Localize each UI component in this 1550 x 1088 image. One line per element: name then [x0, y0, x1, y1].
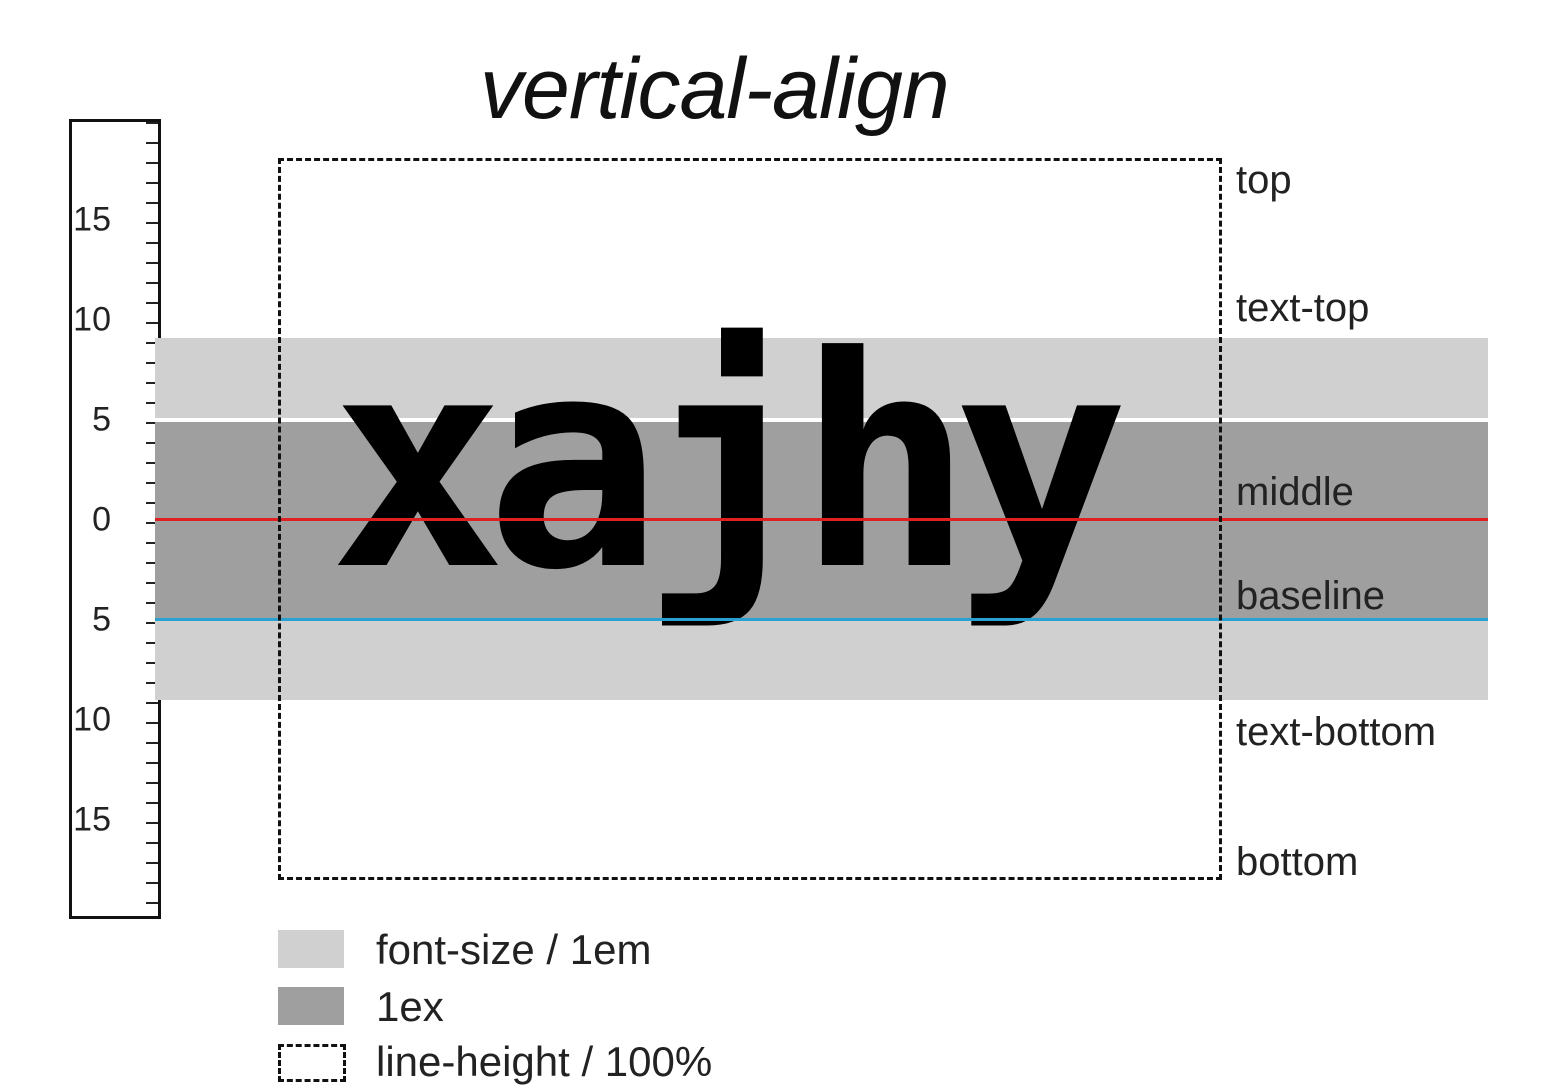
ruler-tick — [146, 382, 158, 384]
middle-line — [155, 518, 1488, 521]
legend-label-font-size: font-size / 1em — [376, 926, 652, 973]
ruler-tick — [146, 122, 158, 124]
ex-band — [155, 422, 1488, 620]
ruler-tick — [146, 362, 158, 364]
ruler-tick — [146, 602, 158, 604]
legend-label-ex: 1ex — [376, 983, 444, 1030]
ruler-label-0: 0 — [92, 500, 111, 539]
label-top: top — [1236, 158, 1292, 202]
legend-label-line-height: line-height / 100% — [376, 1038, 713, 1085]
ruler-tick — [146, 442, 158, 444]
ruler-tick — [146, 722, 158, 724]
ruler-tick — [146, 282, 158, 284]
ruler-tick — [146, 882, 158, 884]
legend-swatch-ex — [278, 987, 344, 1025]
ruler-label-5-bottom: 5 — [92, 600, 111, 639]
ruler-tick — [146, 862, 158, 864]
ruler-tick — [146, 202, 158, 204]
ruler-tick — [146, 402, 158, 404]
ruler-tick — [146, 142, 158, 144]
line-height-box — [278, 158, 1222, 880]
ruler-tick — [146, 182, 158, 184]
ruler-tick — [146, 522, 158, 524]
ruler-label-15-bottom: 15 — [73, 800, 111, 839]
ruler-tick — [146, 822, 158, 824]
ruler-tick — [146, 262, 158, 264]
label-bottom: bottom — [1236, 840, 1359, 884]
ruler-tick — [146, 702, 158, 704]
label-text-top: text-top — [1236, 286, 1370, 330]
ruler-tick — [146, 582, 158, 584]
ruler-tick — [146, 902, 158, 904]
ruler-label-10-top: 10 — [73, 300, 111, 339]
ruler-tick — [146, 842, 158, 844]
diagram-title: vertical-align — [480, 41, 950, 137]
ruler-label-15-top: 15 — [73, 200, 111, 239]
sample-text: xajhy — [330, 294, 1129, 634]
ruler-label-10-bottom: 10 — [73, 700, 111, 739]
ruler-tick — [146, 742, 158, 744]
ruler-tick — [146, 422, 158, 424]
ruler-tick — [146, 482, 158, 484]
ruler-tick — [146, 802, 158, 804]
ruler-tick — [146, 682, 158, 684]
ruler-tick — [146, 222, 158, 224]
ruler-tick — [146, 562, 158, 564]
ruler-tick — [146, 342, 158, 344]
legend-swatch-line-height — [278, 1044, 346, 1082]
ruler-tick — [146, 462, 158, 464]
ruler-tick — [146, 762, 158, 764]
ruler-tick — [146, 242, 158, 244]
ruler-tick — [146, 642, 158, 644]
ruler-tick — [146, 502, 158, 504]
ruler-tick — [146, 662, 158, 664]
label-text-bottom: text-bottom — [1236, 710, 1437, 754]
label-middle: middle — [1236, 470, 1354, 514]
ruler-tick — [146, 302, 158, 304]
legend-swatch-font-size — [278, 930, 344, 968]
ruler — [69, 119, 161, 919]
ruler-label-5-top: 5 — [92, 400, 111, 439]
ruler-tick — [146, 782, 158, 784]
ruler-tick — [146, 162, 158, 164]
baseline-line — [155, 618, 1488, 621]
label-baseline: baseline — [1236, 574, 1386, 618]
ruler-tick — [146, 622, 158, 624]
ruler-tick — [146, 322, 158, 324]
ex-top-divider — [155, 418, 1488, 422]
ruler-tick — [146, 542, 158, 544]
